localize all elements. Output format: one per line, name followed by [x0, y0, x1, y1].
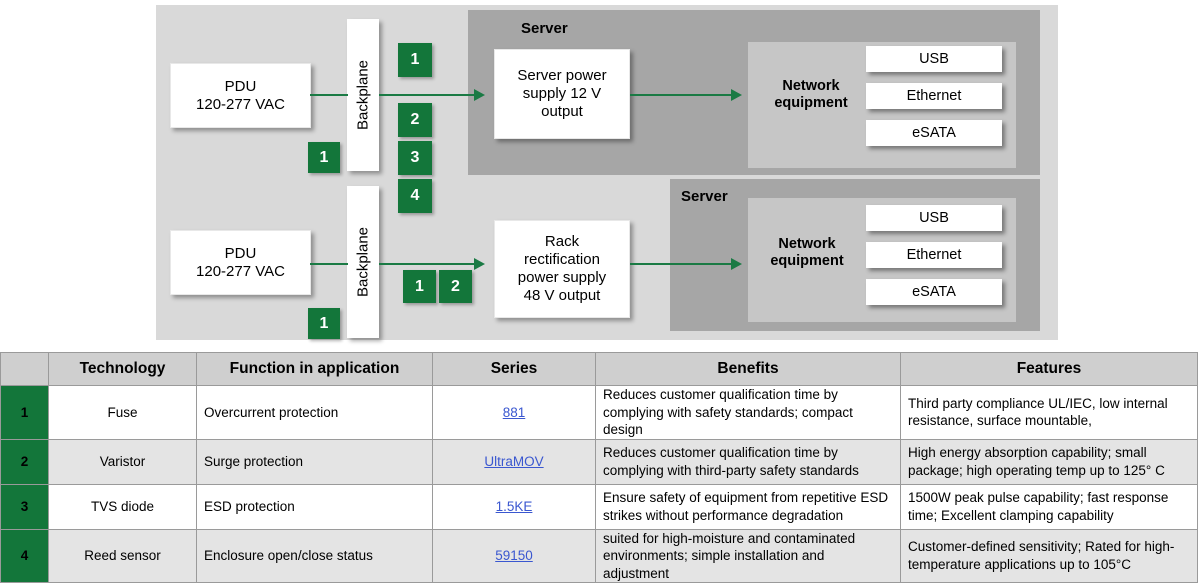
- network-label-line1-bottom: Network: [778, 236, 836, 252]
- pdu-box-top: PDU 120-277 VAC: [170, 63, 311, 128]
- network-label-line1-top: Network: [782, 78, 840, 94]
- port-usb-top: USB: [866, 46, 1002, 72]
- badge-pdu-top-1: 1: [308, 142, 340, 173]
- rack-rectification-psu-box: Rack rectification power supply 48 V out…: [494, 220, 630, 318]
- row-benefits-1: Reduces customer qualification time by c…: [595, 385, 901, 440]
- row-series-4[interactable]: 59150: [432, 528, 596, 583]
- pdu-line2-bottom: 120-277 VAC: [196, 262, 285, 280]
- row-series-2[interactable]: UltraMOV: [432, 438, 596, 485]
- psu-line3: output: [541, 103, 583, 120]
- badge-backplane-3: 3: [398, 141, 432, 175]
- server-power-supply-box: Server power supply 12 V output: [494, 49, 630, 139]
- row-features-2: High energy absorption capability; small…: [900, 438, 1198, 485]
- badge-inline-2: 2: [439, 270, 472, 303]
- row-features-4: Customer-defined sensitivity; Rated for …: [900, 528, 1198, 583]
- row-benefits-4: suited for high-moisture and contaminate…: [595, 528, 901, 583]
- col-header-benefits: Benefits: [595, 352, 901, 386]
- connector-backplane-to-psu-top: [379, 94, 483, 96]
- rack-psu-line3: power supply: [517, 269, 607, 286]
- table-row: 3 TVS diode ESD protection 1.5KE Ensure …: [0, 483, 1198, 530]
- table-row: 4 Reed sensor Enclosure open/close statu…: [0, 528, 1198, 583]
- row-technology-4: Reed sensor: [48, 528, 197, 583]
- row-index-1: 1: [0, 385, 49, 440]
- psu-line1: Server power: [517, 67, 607, 84]
- col-header-features: Features: [900, 352, 1198, 386]
- col-header-technology: Technology: [48, 352, 197, 386]
- col-header-series: Series: [432, 352, 596, 386]
- port-ethernet-bottom: Ethernet: [866, 242, 1002, 268]
- psu-line2: supply 12 V: [522, 85, 602, 102]
- rack-psu-line2: rectification: [524, 251, 600, 268]
- row-index-2: 2: [0, 438, 49, 485]
- row-features-1: Third party compliance UL/IEC, low inter…: [900, 385, 1198, 440]
- row-function-3: ESD protection: [196, 483, 433, 530]
- row-benefits-2: Reduces customer qualification time by c…: [595, 438, 901, 485]
- network-equipment-label-bottom: Network equipment: [752, 236, 862, 270]
- series-link-15ke[interactable]: 1.5KE: [495, 499, 533, 515]
- col-header-function: Function in application: [196, 352, 433, 386]
- table-row: 2 Varistor Surge protection UltraMOV Red…: [0, 438, 1198, 485]
- badge-inline-1: 1: [403, 270, 436, 303]
- row-index-3: 3: [0, 483, 49, 530]
- backplane-bottom: Backplane: [347, 186, 379, 338]
- pdu-box-bottom: PDU 120-277 VAC: [170, 230, 311, 295]
- component-spec-table: Technology Function in application Serie…: [0, 352, 1198, 583]
- rack-psu-line1: Rack: [544, 233, 580, 250]
- badge-backplane-4: 4: [398, 179, 432, 213]
- port-esata-bottom: eSATA: [866, 279, 1002, 305]
- port-ethernet-top: Ethernet: [866, 83, 1002, 109]
- backplane-label-top: Backplane: [354, 59, 372, 131]
- network-equipment-label-top: Network equipment: [756, 78, 866, 112]
- arrow-to-psu-bottom: [474, 258, 485, 270]
- pdu-line2-top: 120-277 VAC: [196, 95, 285, 113]
- row-index-4: 4: [0, 528, 49, 583]
- network-label-line2-top: equipment: [774, 95, 848, 112]
- connector-pdu-to-backplane-top: [310, 94, 348, 96]
- col-header-index: [0, 352, 49, 386]
- backplane-top: Backplane: [347, 19, 379, 171]
- badge-pdu-bottom-1: 1: [308, 308, 340, 339]
- pdu-line1-bottom: PDU: [224, 244, 257, 262]
- row-series-3[interactable]: 1.5KE: [432, 483, 596, 530]
- badge-backplane-1: 1: [398, 43, 432, 77]
- badge-backplane-2: 2: [398, 103, 432, 137]
- backplane-label-bottom: Backplane: [354, 226, 372, 298]
- connector-backplane-to-psu-bottom: [379, 263, 483, 265]
- server-title-bottom: Server: [681, 188, 728, 205]
- series-link-ultramov[interactable]: UltraMOV: [484, 454, 544, 470]
- row-technology-2: Varistor: [48, 438, 197, 485]
- port-esata-top: eSATA: [866, 120, 1002, 146]
- connector-psu-to-network-top: [630, 94, 736, 96]
- table-header-row: Technology Function in application Serie…: [0, 352, 1198, 386]
- arrow-to-psu-top: [474, 89, 485, 101]
- arrow-to-network-top: [731, 89, 742, 101]
- row-features-3: 1500W peak pulse capability; fast respon…: [900, 483, 1198, 530]
- connector-psu-to-network-bottom: [630, 263, 736, 265]
- series-link-59150[interactable]: 59150: [495, 548, 533, 564]
- row-function-4: Enclosure open/close status: [196, 528, 433, 583]
- pdu-line1-top: PDU: [224, 77, 257, 95]
- series-link-881[interactable]: 881: [502, 404, 526, 420]
- rack-psu-line4: 48 V output: [523, 287, 601, 304]
- network-label-line2-bottom: equipment: [770, 253, 844, 270]
- component-spec-table-wrapper: Technology Function in application Serie…: [0, 352, 1200, 583]
- row-benefits-3: Ensure safety of equipment from repetiti…: [595, 483, 901, 530]
- connector-pdu-to-backplane-bottom: [310, 263, 348, 265]
- row-function-2: Surge protection: [196, 438, 433, 485]
- row-technology-1: Fuse: [48, 385, 197, 440]
- row-series-1[interactable]: 881: [432, 385, 596, 440]
- row-technology-3: TVS diode: [48, 483, 197, 530]
- server-title-top: Server: [521, 20, 568, 37]
- arrow-to-network-bottom: [731, 258, 742, 270]
- port-usb-bottom: USB: [866, 205, 1002, 231]
- row-function-1: Overcurrent protection: [196, 385, 433, 440]
- power-distribution-diagram: Server Network equipment USB Ethernet eS…: [156, 5, 1058, 340]
- table-row: 1 Fuse Overcurrent protection 881 Reduce…: [0, 385, 1198, 440]
